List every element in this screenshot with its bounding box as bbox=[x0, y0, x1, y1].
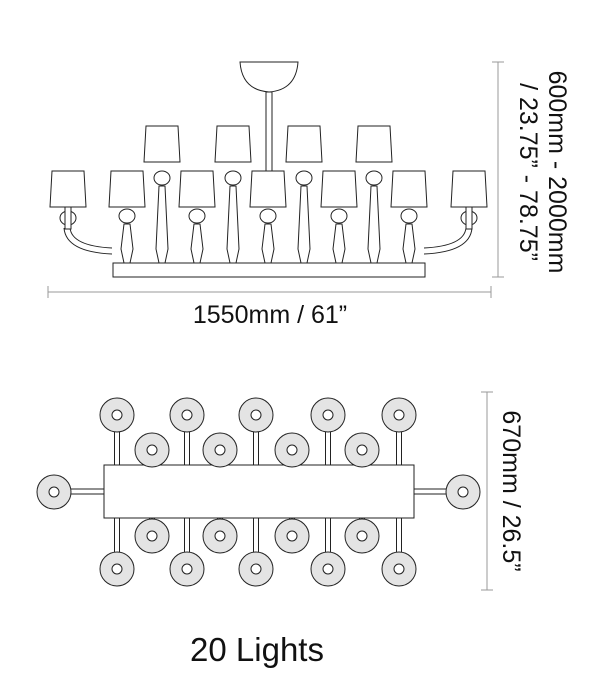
front-shades bbox=[49, 125, 488, 208]
suspension-rod bbox=[265, 91, 273, 173]
arm-stem bbox=[190, 223, 204, 264]
light-cup-center bbox=[48, 486, 60, 498]
light-cup-center bbox=[457, 486, 469, 498]
right-curved-arm bbox=[423, 227, 473, 255]
arm-stem bbox=[226, 185, 240, 264]
arm-knob bbox=[330, 208, 348, 224]
light-cup-center bbox=[286, 444, 298, 456]
arm-knob bbox=[400, 208, 418, 224]
lampshade bbox=[320, 170, 358, 208]
light-cup-center bbox=[250, 409, 262, 421]
light-cup-center bbox=[322, 563, 334, 575]
height-dimension-line bbox=[492, 61, 504, 278]
arm-knob bbox=[259, 208, 277, 224]
arm-stem bbox=[465, 206, 473, 230]
lampshade bbox=[249, 170, 287, 208]
lampshade bbox=[178, 170, 216, 208]
width-dimension-line bbox=[47, 286, 492, 298]
front-arms bbox=[59, 170, 478, 264]
light-cup-center bbox=[250, 563, 262, 575]
arm-knob bbox=[295, 170, 313, 186]
arm-stem bbox=[332, 223, 346, 264]
plan-view: 670mm / 26.5” bbox=[36, 391, 525, 591]
arm-knob bbox=[224, 170, 242, 186]
height-label-secondary: / 23.75” - 78.75” bbox=[514, 83, 542, 261]
arm-stem bbox=[120, 223, 134, 264]
lampshade bbox=[108, 170, 146, 208]
plan-base-rectangle bbox=[103, 464, 415, 519]
lampshade bbox=[285, 125, 323, 163]
arm-stem bbox=[64, 206, 72, 230]
lampshade bbox=[390, 170, 428, 208]
arm-stem bbox=[261, 223, 275, 264]
light-cup-center bbox=[356, 530, 368, 542]
light-cup-center bbox=[181, 409, 193, 421]
light-cup-center bbox=[393, 409, 405, 421]
left-curved-arm bbox=[63, 227, 113, 255]
lampshade bbox=[450, 170, 488, 208]
front-elevation: 1550mm / 61” 600mm - 2000mm / 23.75” - 7… bbox=[47, 61, 571, 329]
arm-knob bbox=[365, 170, 383, 186]
depth-label: 670mm / 26.5” bbox=[497, 410, 525, 571]
light-cup-center bbox=[322, 409, 334, 421]
arm-knob bbox=[153, 170, 171, 186]
light-cup-center bbox=[181, 563, 193, 575]
lampshade bbox=[214, 125, 252, 163]
lampshade bbox=[49, 170, 87, 208]
light-cup-center bbox=[356, 444, 368, 456]
light-cup-center bbox=[146, 530, 158, 542]
arm-knob bbox=[188, 208, 206, 224]
depth-dimension-line bbox=[481, 391, 493, 591]
arm-stem bbox=[155, 185, 169, 264]
height-label-primary: 600mm - 2000mm bbox=[543, 71, 571, 274]
arm-stem bbox=[297, 185, 311, 264]
lampshade bbox=[143, 125, 181, 163]
light-cup-center bbox=[286, 530, 298, 542]
base-bar bbox=[112, 262, 426, 278]
light-count-caption: 20 Lights bbox=[190, 631, 324, 668]
lampshade bbox=[355, 125, 393, 163]
arm-stem bbox=[402, 223, 416, 264]
arm-knob bbox=[118, 208, 136, 224]
width-label: 1550mm / 61” bbox=[193, 301, 347, 329]
plan-lights bbox=[36, 397, 481, 587]
light-cup-center bbox=[214, 444, 226, 456]
arm-stem bbox=[367, 185, 381, 264]
ceiling-canopy bbox=[239, 61, 299, 93]
light-cup-center bbox=[393, 563, 405, 575]
light-cup-center bbox=[111, 563, 123, 575]
light-cup-center bbox=[214, 530, 226, 542]
light-cup-center bbox=[146, 444, 158, 456]
light-cup-center bbox=[111, 409, 123, 421]
